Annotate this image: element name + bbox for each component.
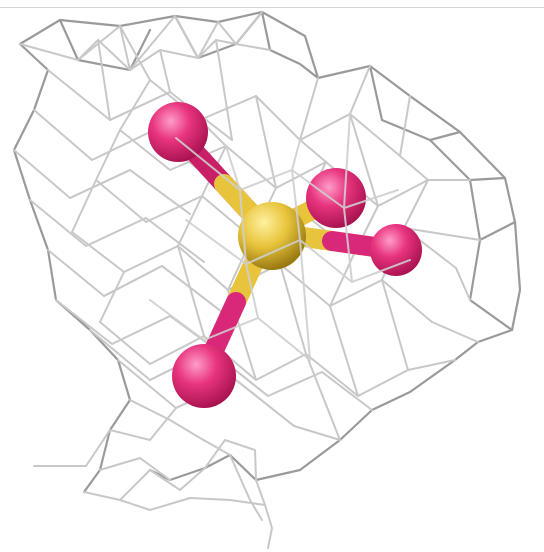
sulfate-molecule	[148, 102, 422, 408]
oxygen-atom-top-left[interactable]	[148, 102, 208, 162]
viewport-top-border	[0, 7, 544, 8]
oxygen-atom-right[interactable]	[370, 224, 422, 276]
oxygen-atom-bottom[interactable]	[172, 344, 236, 408]
electron-density-mesh	[12, 10, 522, 549]
oxygen-atom-top-right[interactable]	[306, 168, 366, 228]
sulfur-atom-center[interactable]	[238, 202, 306, 270]
electron-density-mesh-front	[149, 113, 411, 361]
